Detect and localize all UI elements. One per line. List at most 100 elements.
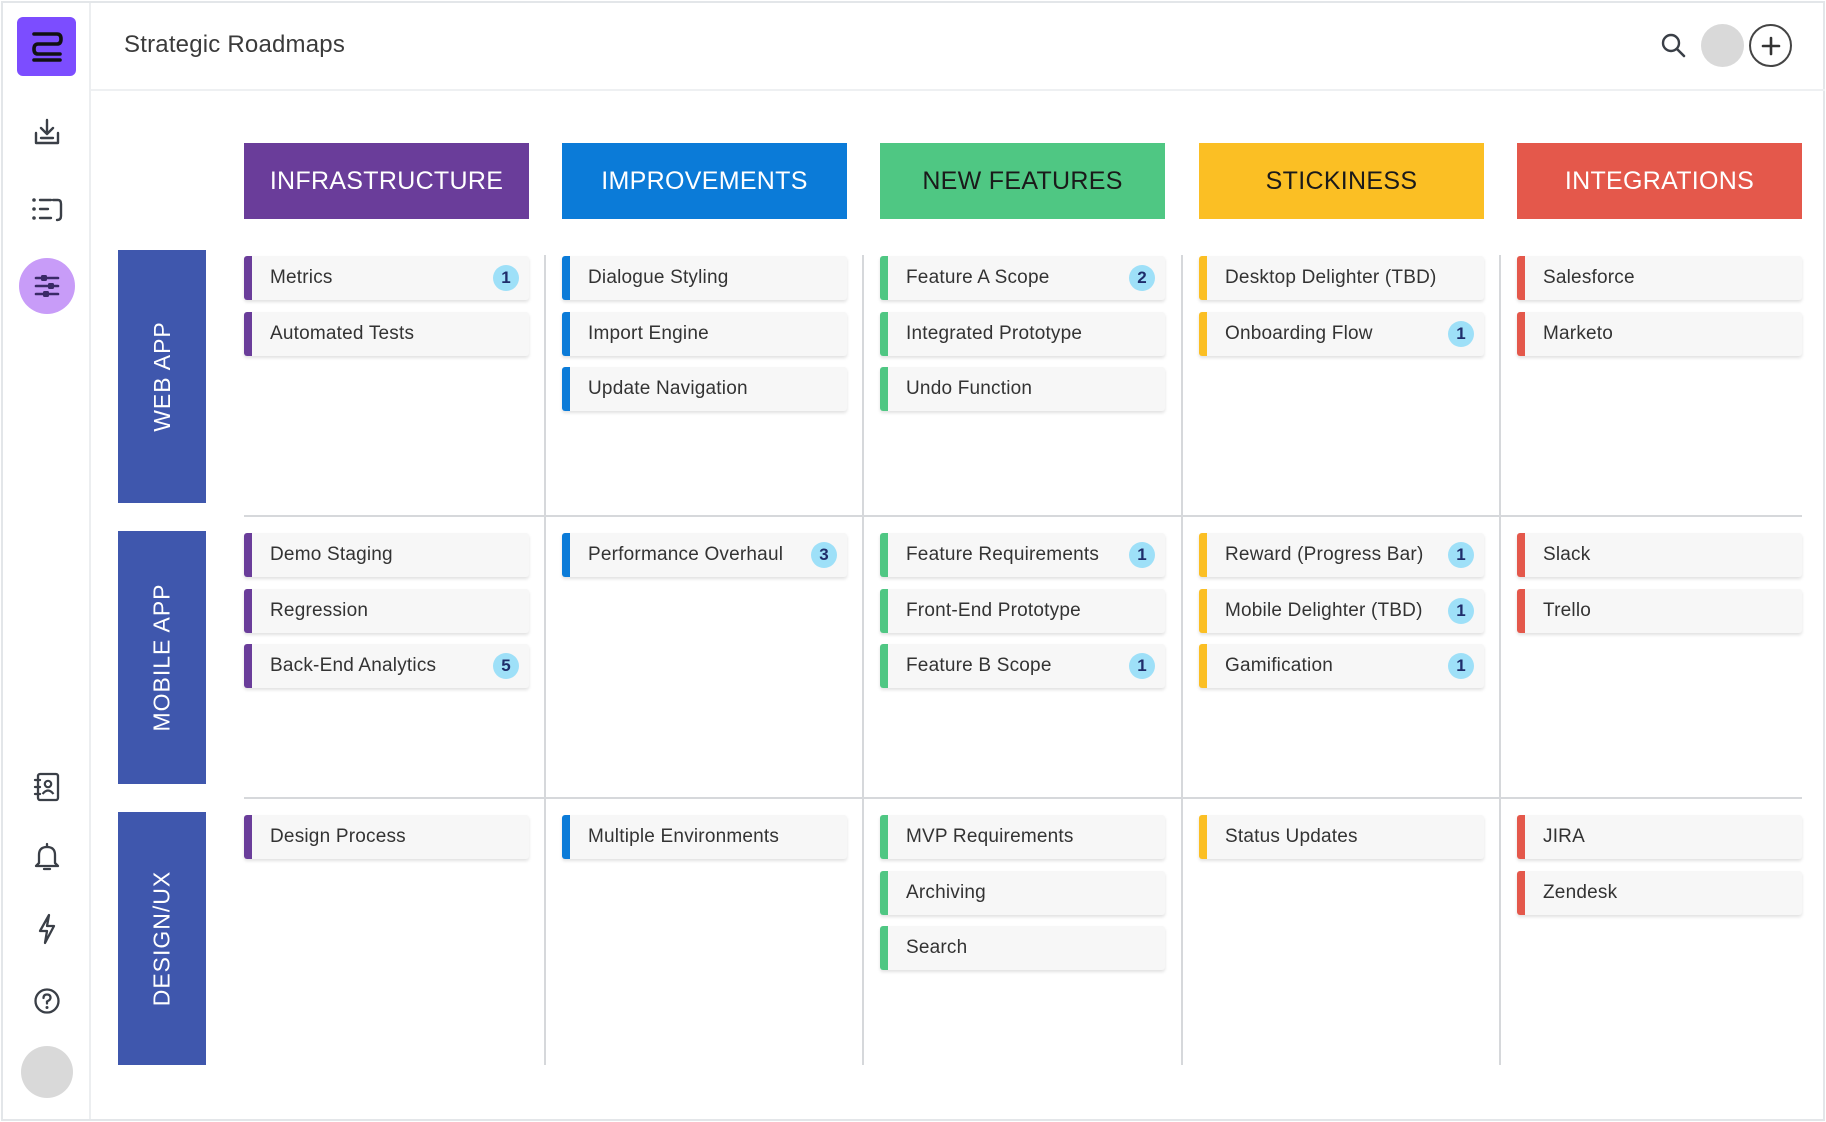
card-color-bar xyxy=(1517,256,1525,300)
card-label: Slack xyxy=(1543,544,1591,565)
roadmap-card[interactable]: Back-End Analytics 5 xyxy=(244,644,529,688)
sidebar xyxy=(3,3,91,1119)
download-icon[interactable] xyxy=(19,104,75,160)
card-color-bar xyxy=(1517,588,1525,633)
header: Strategic Roadmaps xyxy=(91,3,1825,91)
roadmap-card[interactable]: Demo Staging xyxy=(244,533,529,577)
roadmap-card[interactable]: Slack xyxy=(1517,533,1802,577)
card-color-bar xyxy=(1199,644,1207,688)
roadmap-card[interactable]: Trello xyxy=(1517,588,1802,633)
card-color-bar xyxy=(562,815,570,859)
card-label: Feature B Scope xyxy=(906,655,1052,676)
roadmap-card[interactable]: Dialogue Styling xyxy=(562,256,847,300)
card-color-bar xyxy=(1517,533,1525,577)
column-header-improvements[interactable]: IMPROVEMENTS xyxy=(562,143,847,219)
row-header-design-ux[interactable]: DESIGN/UX xyxy=(118,812,206,1065)
card-label: Onboarding Flow xyxy=(1225,322,1373,344)
roadmap-card[interactable]: Reward (Progress Bar)1 xyxy=(1199,533,1484,577)
card-label: Back-End Analytics xyxy=(270,655,437,676)
header-avatar[interactable] xyxy=(1701,24,1744,67)
contacts-icon[interactable] xyxy=(19,759,75,815)
bolt-icon[interactable] xyxy=(19,901,75,957)
card-label: Feature Requirements xyxy=(906,544,1100,565)
card-label: Salesforce xyxy=(1543,267,1635,288)
roadmap-card[interactable]: Zendesk xyxy=(1517,870,1802,915)
card-label: MVP Requirements xyxy=(906,826,1074,847)
row-header-mobile-app[interactable]: MOBILE APP xyxy=(118,531,206,784)
roadmap-card[interactable]: Feature Requirements 1 xyxy=(880,533,1165,577)
comment-count-badge: 1 xyxy=(1448,542,1474,568)
roadmap-card[interactable]: MVP Requirements xyxy=(880,815,1165,859)
roadmap-card[interactable]: Search xyxy=(880,926,1165,970)
column-divider xyxy=(1181,255,1183,1065)
card-color-bar xyxy=(562,256,570,300)
column-header-new-features[interactable]: NEW FEATURES xyxy=(880,143,1165,219)
roadmap-card[interactable]: Marketo xyxy=(1517,311,1802,356)
column-divider xyxy=(862,255,864,1065)
row-header-web-app[interactable]: WEB APP xyxy=(118,250,206,503)
roadmap-card[interactable]: Undo Function xyxy=(880,367,1165,411)
roadmap-card[interactable]: Mobile Delighter (TBD)1 xyxy=(1199,588,1484,633)
logo-icon xyxy=(31,31,63,62)
card-label: JIRA xyxy=(1543,826,1585,847)
row-header-label: WEB APP xyxy=(148,321,175,432)
card-color-bar xyxy=(562,533,570,577)
help-icon[interactable] xyxy=(19,973,75,1029)
card-label: Regression xyxy=(270,599,369,621)
roadmap-icon[interactable] xyxy=(19,258,75,314)
roadmap-card[interactable]: Front-End Prototype xyxy=(880,588,1165,633)
comment-count-badge: 1 xyxy=(1448,653,1474,679)
column-header-infrastructure[interactable]: INFRASTRUCTURE xyxy=(244,143,529,219)
row-header-label: DESIGN/UX xyxy=(148,870,175,1007)
comment-count-badge: 3 xyxy=(811,542,837,568)
user-avatar[interactable] xyxy=(21,1046,73,1098)
card-label: Marketo xyxy=(1543,322,1614,344)
list-icon[interactable] xyxy=(19,181,75,237)
roadmap-card[interactable]: Desktop Delighter (TBD) xyxy=(1199,256,1484,300)
card-color-bar xyxy=(1517,815,1525,859)
comment-count-badge: 5 xyxy=(493,653,519,679)
card-color-bar xyxy=(880,256,888,300)
app-logo[interactable] xyxy=(17,17,76,76)
card-label: Demo Staging xyxy=(270,544,393,565)
card-label: Update Navigation xyxy=(588,378,748,399)
roadmap-card[interactable]: JIRA xyxy=(1517,815,1802,859)
add-button[interactable] xyxy=(1749,24,1792,67)
card-color-bar xyxy=(244,588,252,633)
roadmap-card[interactable]: Design Process xyxy=(244,815,529,859)
roadmap-card[interactable]: Import Engine xyxy=(562,311,847,356)
card-label: Desktop Delighter (TBD) xyxy=(1225,267,1437,288)
card-color-bar xyxy=(562,311,570,356)
roadmap-card[interactable]: Multiple Environments xyxy=(562,815,847,859)
comment-count-badge: 1 xyxy=(493,265,519,291)
roadmap-card[interactable]: Automated Tests xyxy=(244,311,529,356)
comment-count-badge: 2 xyxy=(1129,265,1155,291)
card-label: Archiving xyxy=(906,881,986,903)
roadmap-card[interactable]: Integrated Prototype xyxy=(880,311,1165,356)
card-label: Undo Function xyxy=(906,378,1033,399)
roadmap-card[interactable]: Status Updates xyxy=(1199,815,1484,859)
row-divider xyxy=(244,515,1802,517)
column-header-integrations[interactable]: INTEGRATIONS xyxy=(1517,143,1802,219)
roadmap-card[interactable]: Regression xyxy=(244,588,529,633)
roadmap-card[interactable]: Archiving xyxy=(880,870,1165,915)
card-label: Zendesk xyxy=(1543,881,1618,903)
card-label: Import Engine xyxy=(588,322,709,344)
card-color-bar xyxy=(244,533,252,577)
column-header-stickiness[interactable]: STICKINESS xyxy=(1199,143,1484,219)
bell-icon[interactable] xyxy=(19,829,75,885)
card-color-bar xyxy=(880,815,888,859)
comment-count-badge: 1 xyxy=(1129,542,1155,568)
card-color-bar xyxy=(880,367,888,411)
roadmap-card[interactable]: Update Navigation xyxy=(562,367,847,411)
search-icon[interactable] xyxy=(1659,31,1689,61)
card-color-bar xyxy=(562,367,570,411)
roadmap-card[interactable]: Salesforce xyxy=(1517,256,1802,300)
